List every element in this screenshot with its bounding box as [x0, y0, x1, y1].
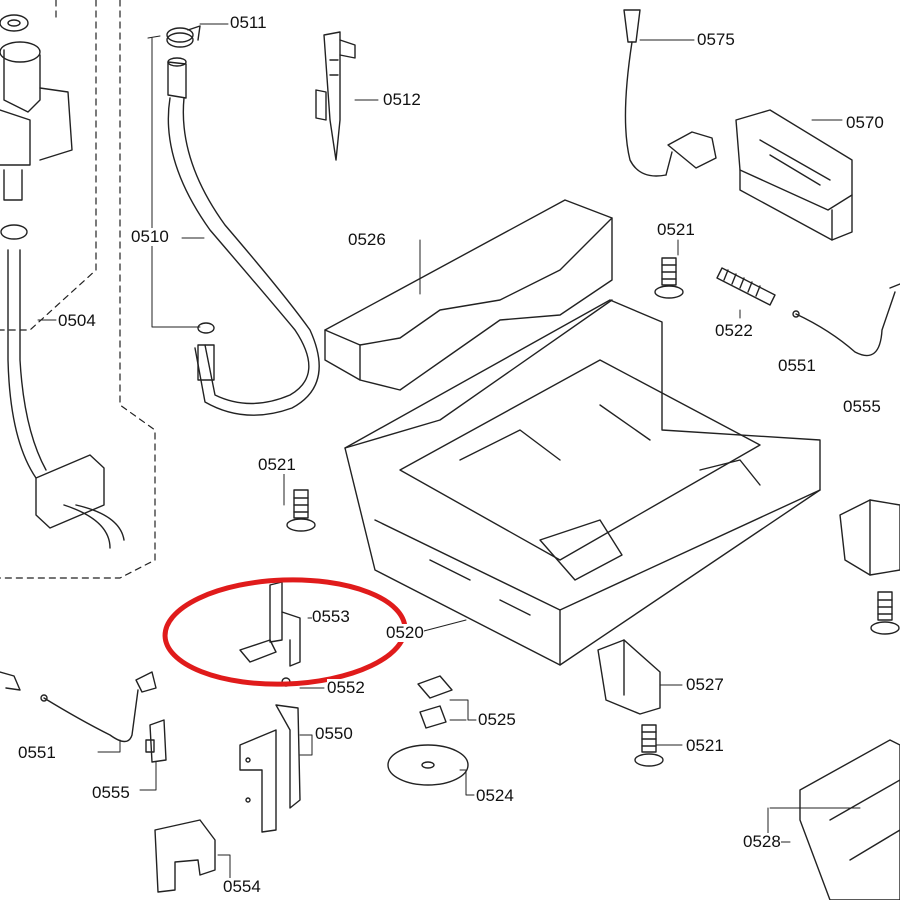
part-label-0521-mid: 0521 — [258, 455, 296, 474]
part-label-0512: 0512 — [383, 90, 421, 109]
dashed-group-outline-left — [0, 0, 156, 579]
spring — [716, 267, 776, 306]
leader-lines — [37, 23, 861, 881]
screw-c — [634, 724, 664, 767]
screw-a — [654, 257, 684, 299]
hose-clamp — [166, 25, 201, 48]
bottom-panel — [799, 739, 900, 900]
highlight-ellipse — [162, 577, 408, 687]
right-float-housing — [839, 499, 900, 576]
sensor-cable-left — [0, 671, 157, 743]
part-label-0526: 0526 — [348, 230, 386, 249]
base-tub — [344, 299, 821, 666]
float-housing — [597, 639, 661, 715]
part-label-0551-left: 0551 — [18, 743, 56, 762]
part-label-0522: 0522 — [715, 321, 753, 340]
screw-d — [870, 591, 900, 635]
part-label-0552: 0552 — [327, 678, 365, 697]
sensor-cable-right — [792, 283, 900, 357]
part-label-0553: 0553 — [312, 607, 350, 626]
part-label-0521-bottom: 0521 — [686, 736, 724, 755]
part-label-0510: 0510 — [131, 227, 169, 246]
top-cover — [324, 199, 613, 391]
part-label-0511: 0511 — [230, 13, 267, 32]
power-cable — [623, 9, 717, 177]
part-label-0504: 0504 — [58, 311, 96, 330]
part-label-0554: 0554 — [223, 877, 261, 896]
part-label-0520: 0520 — [386, 623, 424, 642]
part-label-0551-right: 0551 — [778, 356, 816, 375]
part-label-0570: 0570 — [846, 113, 884, 132]
hinge-bracket-0553 — [239, 581, 301, 687]
left-clip — [145, 719, 167, 763]
part-label-0550: 0550 — [315, 724, 353, 743]
part-label-0555-left: 0555 — [92, 783, 130, 802]
drain-hose — [167, 57, 320, 416]
cover-piece — [154, 819, 216, 893]
part-label-0555-right: 0555 — [843, 397, 881, 416]
hinge-plate — [239, 704, 301, 833]
control-module — [735, 109, 853, 241]
valve-assembly — [0, 14, 125, 549]
part-label-0528: 0528 — [743, 832, 781, 851]
disc — [387, 744, 469, 786]
mounting-bracket — [315, 31, 356, 161]
screw-b — [286, 489, 316, 532]
part-label-0521-top: 0521 — [657, 220, 695, 239]
part-label-0524: 0524 — [476, 786, 514, 805]
part-label-0527: 0527 — [686, 675, 724, 694]
part-label-0525: 0525 — [478, 710, 516, 729]
small-sensor — [417, 675, 453, 729]
part-label-0575: 0575 — [697, 30, 735, 49]
